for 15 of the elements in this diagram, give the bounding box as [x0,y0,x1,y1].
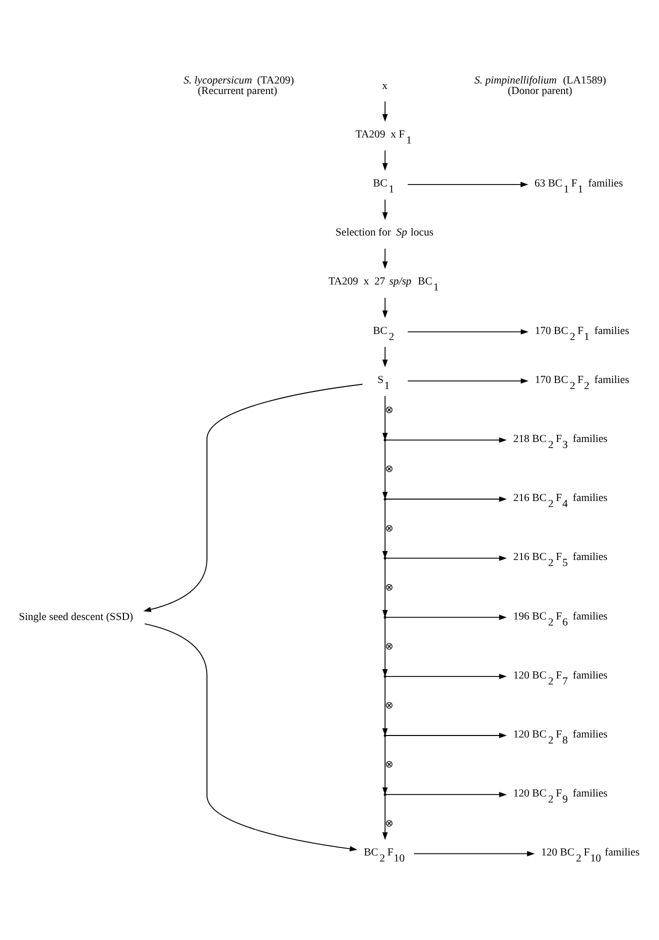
node-text: x [382,80,388,92]
edge-label: ⊗ [385,582,394,594]
edge-label: ⊗ [385,405,394,416]
edge-label: ⊗ [385,818,394,830]
edge-label: ⊗ [385,523,394,534]
edge-label: ⊗ [385,464,394,476]
edge-label: ⊗ [385,700,394,712]
node-label: (Recurrent parent) [198,85,278,98]
edge-label: ⊗ [385,641,394,652]
node-text: Single seed descent (SSD) [18,611,134,624]
edge-label: ⊗ [385,760,394,771]
node-text: S. pimpinellifolium (LA1589) [474,74,606,86]
node-label: (Donor parent) [508,85,572,98]
node-text: Selection for Sp locus [336,226,434,239]
node-text: S. lycopersicum (TA209) [184,74,294,86]
